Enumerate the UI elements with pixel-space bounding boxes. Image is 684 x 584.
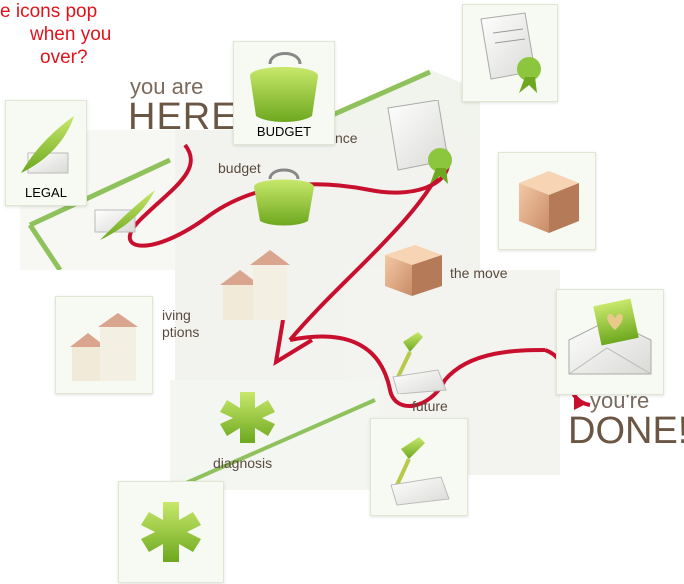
here-label: HERE (128, 96, 238, 139)
annotation-line-2: when you (30, 23, 111, 46)
lamp-book-icon (371, 419, 467, 515)
step-insurance-label: nce (335, 130, 358, 146)
house-icon[interactable] (215, 245, 295, 325)
step-future-label: future (412, 398, 448, 414)
certificate-icon (463, 5, 557, 101)
budget-tile[interactable]: BUDGET (233, 41, 335, 145)
budget-tile-label: BUDGET (234, 124, 334, 139)
step-diagnosis-label: diagnosis (213, 455, 272, 471)
quill-icon[interactable] (90, 185, 160, 245)
lamp-book-tile[interactable] (370, 418, 468, 516)
box-icon[interactable] (380, 240, 445, 298)
medical-star-icon (119, 482, 223, 582)
annotation-line-3: over? (40, 46, 111, 69)
love-letter-icon (557, 290, 663, 394)
medical-tile[interactable] (118, 481, 224, 583)
box-tile[interactable] (498, 152, 596, 250)
certificate-tile[interactable] (462, 4, 558, 102)
medical-star-icon[interactable] (220, 390, 275, 445)
annotation-text: e icons pop when you over? (0, 0, 111, 69)
box-icon (499, 153, 595, 249)
end-arrow-icon (572, 396, 588, 412)
certificate-icon[interactable] (378, 100, 468, 185)
legal-tile[interactable]: LEGAL (5, 100, 87, 206)
done-label: DONE! (568, 410, 684, 453)
legal-tile-label: LEGAL (6, 185, 86, 200)
house-icon (56, 297, 152, 393)
love-letter-tile[interactable] (556, 289, 664, 395)
annotation-line-1: e icons pop (0, 0, 111, 23)
house-tile[interactable] (55, 296, 153, 394)
purse-icon[interactable] (248, 165, 320, 227)
step-the-move-label: the move (450, 265, 508, 281)
lamp-book-icon[interactable] (378, 322, 453, 394)
step-living-options-label-1: iving (162, 307, 191, 323)
step-living-options-label-2: ptions (162, 324, 199, 340)
